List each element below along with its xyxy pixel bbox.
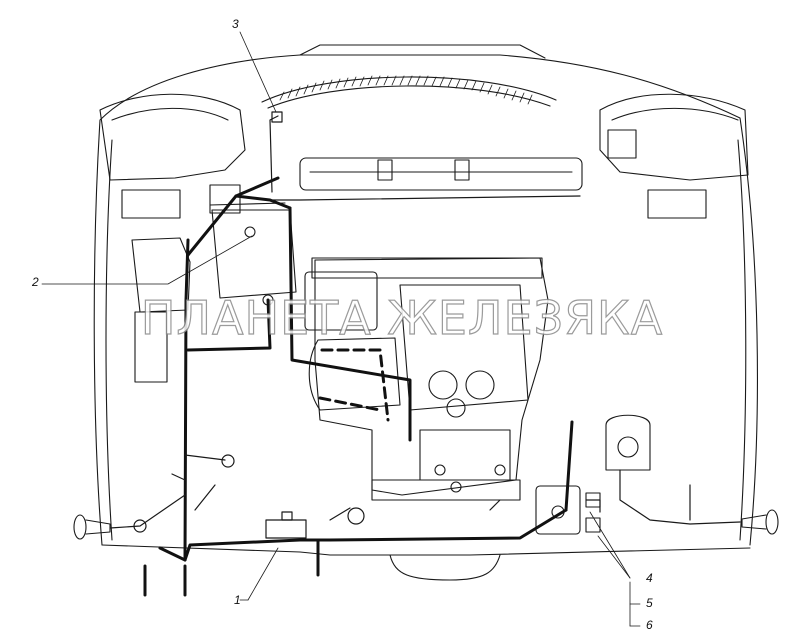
callout-3: 3 [232, 17, 239, 31]
callout-5: 5 [646, 596, 653, 610]
left-fender-bracket [131, 237, 191, 383]
front-crossmember [299, 157, 583, 191]
callout-4: 4 [646, 571, 653, 585]
vehicle-body-outline [93, 44, 758, 581]
watermark-text: ПЛАНЕТА ЖЕЛЕЗЯКА [140, 291, 664, 345]
callout-1: 1 [234, 593, 241, 607]
harness-branches [109, 111, 741, 539]
right-side-components [535, 414, 651, 535]
main-wiring-harness [143, 176, 574, 597]
callout-6: 6 [646, 618, 653, 632]
sound-signals [73, 509, 779, 540]
callout-leaders [41, 31, 641, 627]
callout-2: 2 [32, 275, 39, 289]
radiator-grille [279, 75, 533, 105]
left-headlight [99, 93, 246, 219]
hidden-harness-run [318, 348, 390, 422]
engine-assembly [304, 257, 549, 501]
right-headlight [599, 93, 749, 219]
battery-bracket [209, 202, 297, 306]
